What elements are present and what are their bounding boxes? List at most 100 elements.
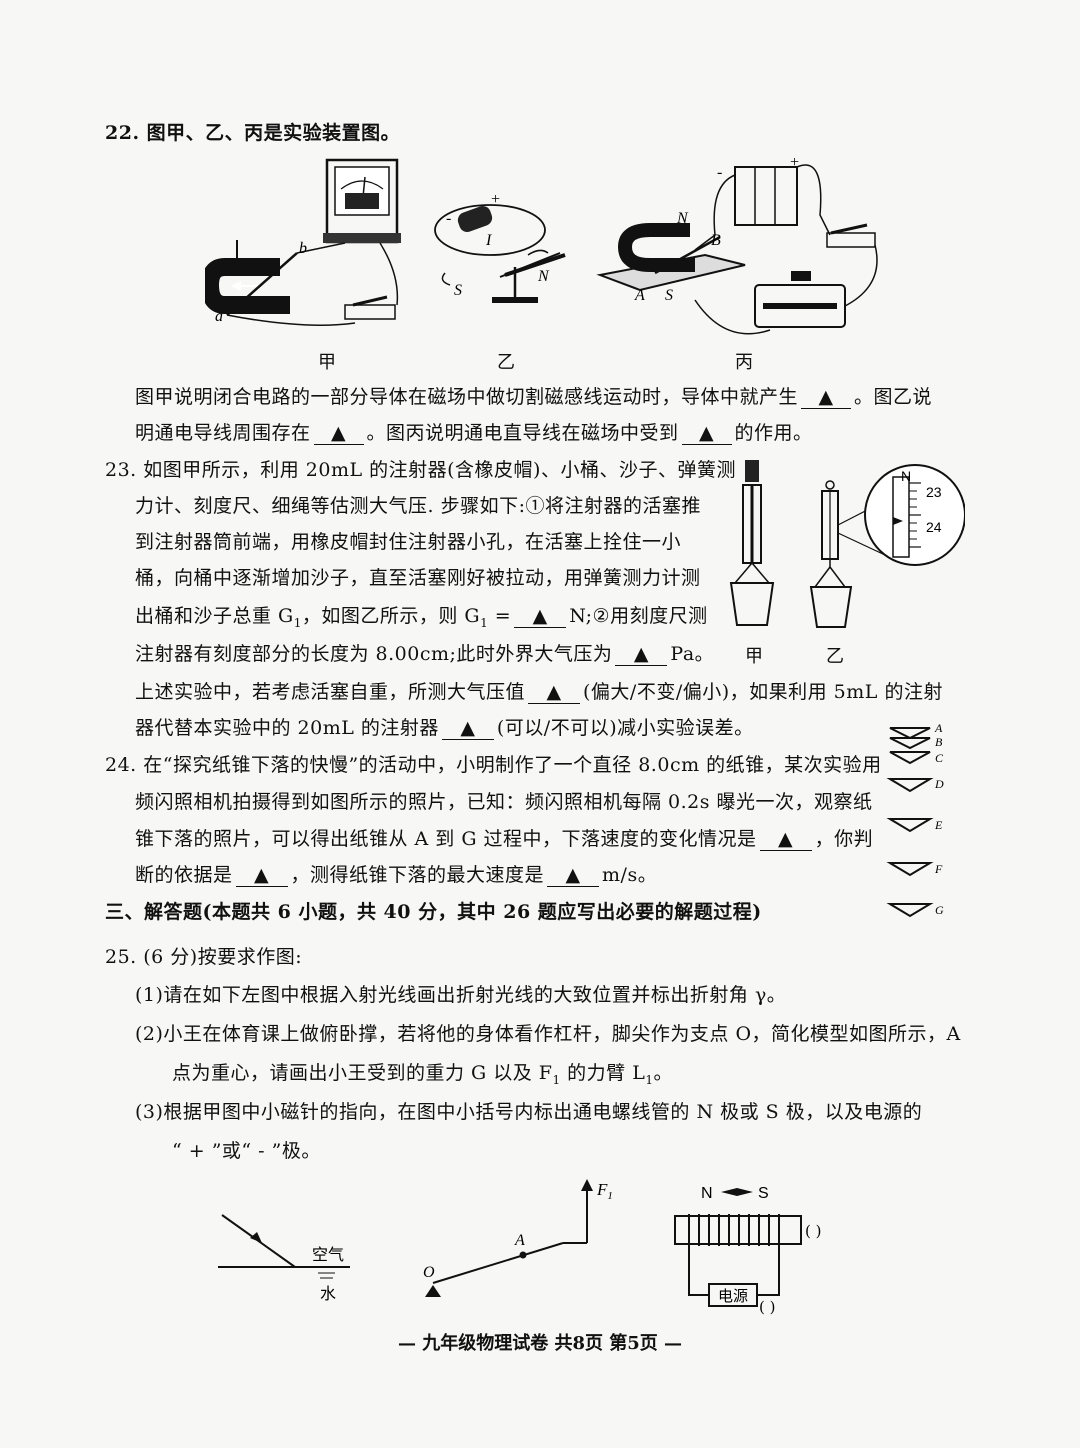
q25-part2-text-c: 的力臂 L	[560, 1062, 646, 1084]
yi-label-I: I	[485, 232, 492, 249]
q23-line7-text-b: (偏大/不变/偏小)，如果利用 5mL 的注射	[583, 681, 943, 703]
q22-figure-jia: b a	[205, 158, 401, 326]
q22-line2-text-c: 的作用。	[734, 422, 813, 444]
cone-label-G: G	[935, 903, 944, 917]
bing-label-A: A	[634, 287, 645, 304]
yi-label-minus: -	[446, 210, 451, 227]
q24-line3-text-b: ，你判	[814, 828, 874, 850]
label-air: 空气	[312, 1245, 344, 1264]
q24-line4: 断的依据是▲，测得纸锥下落的最大速度是▲m/s。	[135, 862, 657, 888]
scale-tick-24: 24	[926, 519, 942, 535]
q23-line7: 上述实验中，若考虑活塞自重，所测大气压值▲(偏大/不变/偏小)，如果利用 5mL…	[135, 679, 943, 705]
q22-title: 22. 图甲、乙、丙是实验装置图。	[105, 122, 401, 144]
q22-caption-jia: 甲	[318, 352, 336, 373]
scale-tick-23: 23	[926, 484, 942, 500]
bing-label-plus: +	[789, 155, 800, 171]
label-O-fulcrum: O	[423, 1264, 435, 1281]
q22-blank-1[interactable]: ▲	[801, 386, 852, 409]
cone-label-E: E	[934, 818, 943, 832]
q23-line4: 桶，向桶中逐渐增加沙子，直至活塞刚好被拉动，用弹簧测力计测	[135, 567, 701, 589]
q23-line8: 器代替本实验中的 20mL 的注射器▲(可以/不可以)减小实验误差。	[135, 715, 754, 741]
q23-line5: 出桶和沙子总重 G1，如图乙所示，则 G1 =▲N;②用刻度尺测	[135, 603, 708, 636]
q25-part1: (1)请在如下左图中根据入射光线画出折射光线的大致位置并标出折射角 γ。	[135, 984, 787, 1006]
q24-line2: 频闪照相机拍摄得到如图所示的照片，已知：频闪照相机每隔 0.2s 曝光一次，观察…	[135, 791, 873, 813]
q22-line1: 图甲说明闭合电路的一部分导体在磁场中做切割磁感线运动时，导体中就产生▲。图乙说	[135, 384, 932, 410]
label-water: 水	[320, 1284, 336, 1303]
solenoid-pole-paren[interactable]: ( )	[805, 1222, 821, 1240]
q23-line6-text-b: Pa。	[670, 643, 715, 665]
q22-line1-text-a: 图甲说明闭合电路的一部分导体在磁场中做切割磁感线运动时，导体中就产生	[135, 386, 799, 408]
q23-blank-1[interactable]: ▲	[514, 605, 567, 628]
q22-line2-text-b: 。图丙说明通电直导线在磁场中受到	[366, 422, 679, 444]
q23-line6: 注射器有刻度部分的长度为 8.00cm;此时外界大气压为▲Pa。	[135, 641, 714, 667]
needle-label-S: S	[758, 1185, 769, 1202]
page-footer: — 九年级物理试卷 共8页 第5页 —	[397, 1333, 683, 1354]
q23-figure: N 23 24	[729, 460, 965, 628]
source-pole-paren[interactable]: ( )	[759, 1298, 775, 1315]
q24-line1: 24. 在“探究纸锥下落的快慢”的活动中，小明制作了一个直径 8.0cm 的纸锥…	[105, 754, 882, 776]
q23-blank-4[interactable]: ▲	[441, 717, 494, 740]
scale-label-N: N	[901, 468, 911, 484]
q25-part2-a: (2)小王在体育课上做俯卧撑，若将他的身体看作杠杆，脚尖作为支点 O，简化模型如…	[135, 1023, 961, 1045]
q23-line7-text-a: 上述实验中，若考虑活塞自重，所测大气压值	[135, 681, 526, 703]
q22-blank-3[interactable]: ▲	[681, 422, 732, 445]
q24-blank-3[interactable]: ▲	[547, 864, 600, 887]
q22-line1-text-b: 。图乙说	[854, 386, 933, 408]
q23-line3: 到注射器筒前端，用橡皮帽封住注射器小孔，在活塞上拴住一小	[135, 531, 682, 553]
yi-label-S: S	[454, 282, 462, 299]
subscript-1: 1	[293, 615, 302, 630]
q23-line5-text-c: =	[488, 605, 512, 627]
q22-line2: 明通电导线周围存在▲。图丙说明通电直导线在磁场中受到▲的作用。	[135, 420, 813, 446]
label-A-center-of-gravity: A	[514, 1232, 525, 1249]
q25-part2-text-d: 。	[653, 1062, 673, 1084]
q24-line3: 锥下落的照片，可以得出纸锥从 A 到 G 过程中，下落速度的变化情况是▲，你判	[135, 826, 873, 852]
q22-blank-2[interactable]: ▲	[313, 422, 364, 445]
cone-label-F: F	[934, 862, 943, 876]
q24-line4-text-a: 断的依据是	[135, 864, 233, 886]
q25-part2-b: 点为重心，请画出小王受到的重力 G 以及 F1 的力臂 L1。	[172, 1060, 673, 1093]
q24-cones-figure: A B C D E F G	[886, 721, 944, 918]
q24-line4-text-c: m/s。	[602, 864, 658, 886]
section-3-title: 三、解答题(本题共 6 小题，共 40 分，其中 26 题应写出必要的解题过程)	[105, 901, 762, 923]
q24-line3-text-a: 锥下落的照片，可以得出纸锥从 A 到 G 过程中，下落速度的变化情况是	[135, 828, 757, 850]
cone-label-B: B	[935, 735, 943, 749]
subscript-F1: 1	[552, 1072, 561, 1087]
jia-label-a: a	[215, 308, 223, 325]
q25-title: 25. (6 分)按要求作图:	[105, 946, 303, 968]
q23-line8-text-a: 器代替本实验中的 20mL 的注射器	[135, 717, 439, 739]
q22-caption-bing: 丙	[735, 352, 753, 373]
q24-blank-1[interactable]: ▲	[759, 828, 812, 851]
q23-line5-text-d: N;②用刻度尺测	[569, 605, 708, 627]
jia-label-b: b	[299, 240, 307, 257]
q25-lever-figure: F1 A O	[423, 1179, 613, 1297]
q23-line5-text-b: ，如图乙所示，则 G	[301, 605, 481, 627]
q23-line6-text-a: 注射器有刻度部分的长度为 8.00cm;此时外界大气压为	[135, 643, 613, 665]
q24-blank-2[interactable]: ▲	[235, 864, 288, 887]
bing-label-S: S	[665, 287, 673, 304]
q23-blank-2[interactable]: ▲	[615, 643, 668, 666]
q22-caption-yi: 乙	[497, 352, 515, 373]
q22-figure-bing: N B A S + -	[596, 155, 878, 335]
yi-label-N: N	[537, 268, 550, 285]
needle-label-N: N	[701, 1185, 713, 1202]
q24-line4-text-b: ，测得纸锥下落的最大速度是	[290, 864, 545, 886]
bing-label-B: B	[711, 232, 721, 249]
q25-part3-a: (3)根据甲图中小磁针的指向，在图中小括号内标出通电螺线管的 N 极或 S 极，…	[135, 1101, 923, 1123]
bing-label-N: N	[676, 210, 689, 227]
power-source-label: 电源	[718, 1287, 748, 1305]
q23-caption-jia: 甲	[745, 646, 763, 667]
q25-part3-b: “ + ”或“ - ”极。	[172, 1140, 321, 1162]
q23-blank-3[interactable]: ▲	[528, 681, 581, 704]
q25-part2-text-b: 点为重心，请画出小王受到的重力 G 以及 F	[172, 1062, 553, 1084]
q25-refraction-figure: 空气 水	[218, 1214, 350, 1303]
subscript-L1: 1	[645, 1072, 654, 1087]
q22-line2-text-a: 明通电导线周围存在	[135, 422, 311, 444]
yi-label-plus: +	[490, 191, 501, 208]
q23-line5-text-a: 出桶和沙子总重 G	[135, 605, 294, 627]
cone-label-C: C	[935, 751, 944, 765]
q23-line2: 力计、刻度尺、细绳等估测大气压. 步骤如下:①将注射器的活塞推	[135, 495, 701, 517]
q22-figure-yi: + - I S N	[434, 191, 566, 303]
q23-caption-yi: 乙	[826, 646, 844, 667]
bing-label-minus: -	[717, 164, 722, 181]
